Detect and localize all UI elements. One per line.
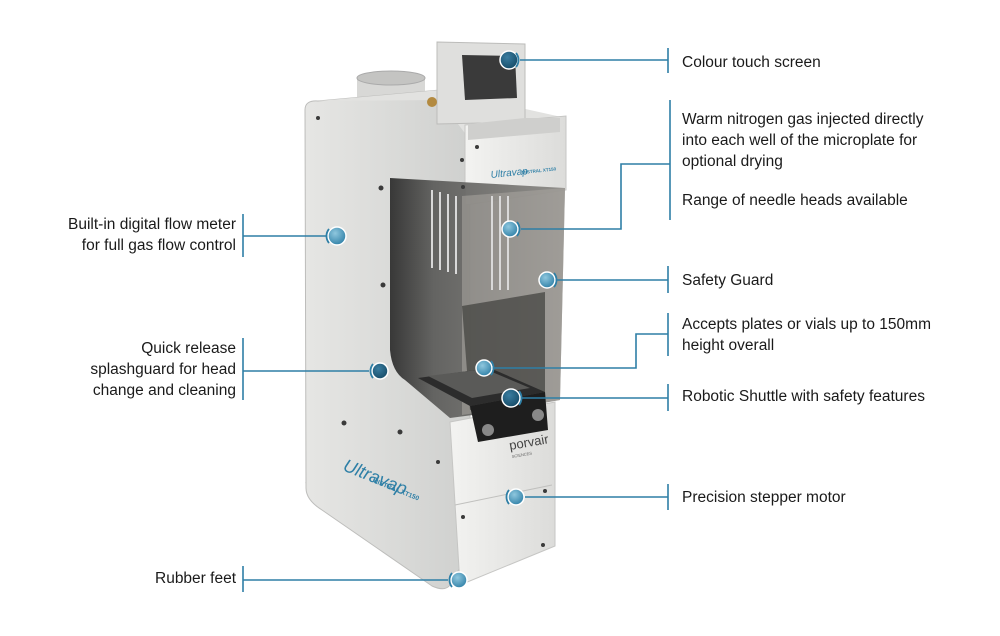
dot-touch-screen xyxy=(499,50,520,70)
dot-plates xyxy=(475,359,495,377)
leader-plates xyxy=(492,333,668,369)
label-feet: Rubber feet xyxy=(155,570,236,587)
label-needle-heads: Range of needle heads available xyxy=(682,192,908,209)
maker-logo: porvair xyxy=(508,431,550,453)
label-touch-screen: Colour touch screen xyxy=(682,54,821,71)
leader-nitrogen xyxy=(521,163,670,230)
label-shuttle: Robotic Shuttle with safety features xyxy=(682,388,925,405)
leader-lines xyxy=(242,48,671,592)
dot-splashguard xyxy=(369,362,389,380)
label-nitrogen: Warm nitrogen gas injected directly into… xyxy=(682,111,924,209)
label-plates: Accepts plates or vials up to 150mm heig… xyxy=(682,316,931,354)
label-splashguard: Quick release splashguard for head chang… xyxy=(90,340,236,399)
callout-dots xyxy=(325,50,558,589)
dot-stepper xyxy=(505,488,525,506)
dot-safety-guard xyxy=(538,271,558,289)
label-safety-guard: Safety Guard xyxy=(682,272,774,289)
dot-flow-meter xyxy=(325,226,347,246)
top-logo: Ultravap xyxy=(490,166,529,181)
top-model: MISTRAL XT150 xyxy=(522,166,557,175)
label-stepper: Precision stepper motor xyxy=(682,489,846,506)
dot-nitrogen xyxy=(501,220,521,238)
screw-holes xyxy=(316,116,547,547)
dot-feet xyxy=(448,571,468,589)
dot-shuttle xyxy=(501,388,523,408)
maker-sub: SCIENCES xyxy=(511,450,532,459)
label-flow-meter: Built-in digital flow meter for full gas… xyxy=(68,216,236,254)
